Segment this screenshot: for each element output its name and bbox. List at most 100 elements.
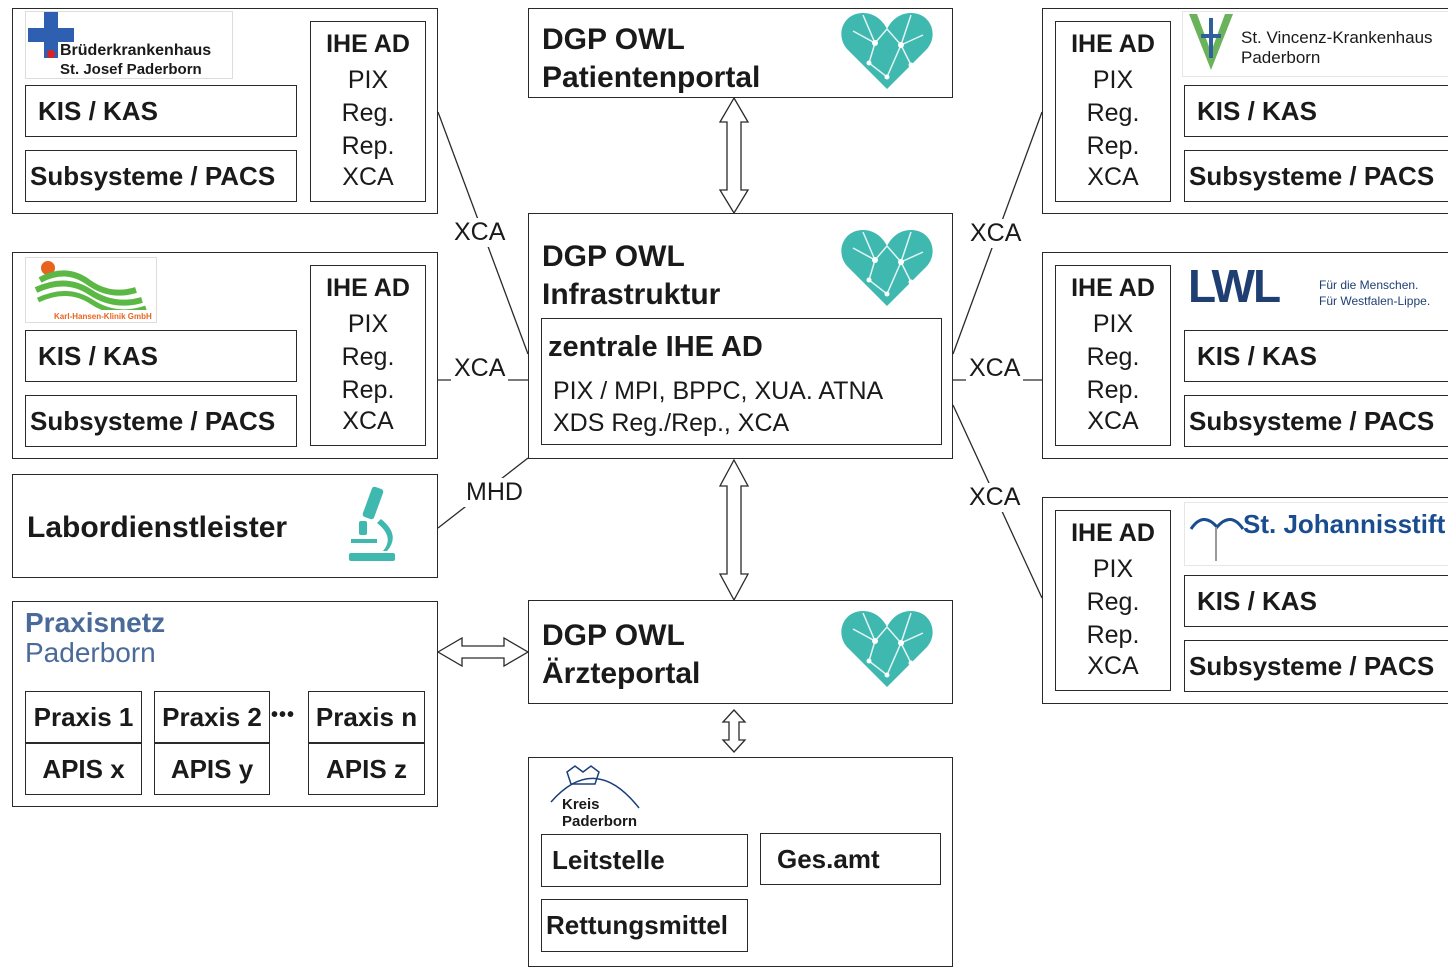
xca-label-right-mid: XCA	[966, 354, 1024, 383]
microscope-icon	[349, 486, 395, 561]
ihe-item: Rep.	[1086, 376, 1140, 404]
ihe-ad-box: IHE AD PIX Reg. Rep. XCA	[1055, 510, 1171, 691]
kis-kas-box: KIS / KAS	[1184, 575, 1448, 627]
xca-label-left-top: XCA	[451, 218, 509, 247]
vincenz-logo: St. Vincenz-Krankenhaus Paderborn	[1182, 11, 1448, 77]
subsysteme-box: Subsysteme / PACS	[1184, 640, 1448, 692]
ihe-ad-title: IHE AD	[326, 30, 410, 58]
kreis-logo-line1: Kreis	[562, 796, 600, 813]
infrastructure: DGP OWL Infrastruktur zentrale IHE AD PI…	[528, 213, 953, 459]
hospital-vincenz: IHE AD PIX Reg. Rep. XCA St. Vincenz-Kra…	[1042, 8, 1448, 214]
central-ihe-title: zentrale IHE AD	[548, 331, 763, 363]
xca-label-right-bottom: XCA	[966, 483, 1024, 512]
ihe-item: XCA	[1087, 652, 1139, 680]
wave-logo-icon	[34, 261, 147, 310]
brueder-logo: Brüderkrankenhaus St. Josef Paderborn	[25, 11, 233, 79]
central-ihe-line2: XDS Reg./Rep., XCA	[553, 409, 790, 437]
ihe-ad-title: IHE AD	[1071, 30, 1155, 58]
patient-portal-line2: Patientenportal	[542, 61, 761, 94]
kreis-logo-line2: Paderborn	[562, 813, 638, 830]
ihe-item: Reg.	[1086, 99, 1140, 127]
xca-label-left-mid: XCA	[451, 354, 509, 383]
heart-logo-icon	[841, 611, 933, 687]
infrastructure-line1: DGP OWL	[542, 240, 685, 273]
practice-name: Praxis 1	[25, 691, 142, 743]
kis-kas-box: KIS / KAS	[1184, 85, 1448, 137]
ihe-item: Reg.	[341, 99, 395, 127]
ihe-ad-title: IHE AD	[326, 274, 410, 302]
vincenz-cross-icon	[1189, 14, 1233, 70]
subsysteme-box: Subsysteme / PACS	[25, 395, 297, 447]
mhd-label: MHD	[463, 478, 526, 507]
doctor-portal: DGP OWL Ärzteportal	[528, 600, 953, 704]
ihe-item: XCA	[342, 407, 394, 435]
arrow-praxis-doctor	[436, 636, 530, 668]
rettungsmittel-box: Rettungsmittel	[541, 899, 748, 952]
practice-apis: APIS x	[25, 743, 142, 795]
kis-kas-box: KIS / KAS	[1184, 330, 1448, 382]
hospital-brueder: Brüderkrankenhaus St. Josef Paderborn KI…	[12, 8, 438, 214]
hospital-karl-hansen: Karl-Hansen-Klinik GmbH KIS / KAS Subsys…	[12, 252, 438, 459]
ihe-ad-box: IHE AD PIX Reg. Rep. XCA	[1055, 21, 1171, 202]
ihe-item: PIX	[1092, 555, 1134, 583]
subsysteme-box: Subsysteme / PACS	[1184, 150, 1448, 202]
ihe-item: PIX	[1092, 310, 1134, 338]
karl-hansen-name: Karl-Hansen-Klinik GmbH	[54, 312, 152, 321]
arrow-doctor-kreis	[721, 709, 747, 753]
practice-apis: APIS y	[154, 743, 270, 795]
ihe-item: Rep.	[1086, 132, 1140, 160]
ihe-item: Reg.	[341, 343, 395, 371]
infrastructure-line2: Infrastruktur	[542, 278, 721, 311]
ihe-item: XCA	[342, 163, 394, 191]
ihe-ad-box: IHE AD PIX Reg. Rep. XCA	[310, 21, 426, 202]
ihe-item: Rep.	[1086, 621, 1140, 649]
lab-label: Labordienstleister	[27, 511, 288, 544]
doctor-portal-line2: Ärzteportal	[542, 657, 701, 690]
praxisnetz-logo-line1: Praxisnetz	[25, 607, 166, 638]
practice-name: Praxis n	[308, 691, 425, 743]
gesamt-box: Ges.amt	[760, 833, 941, 885]
patient-portal-line1: DGP OWL	[542, 23, 685, 56]
kis-kas-box: KIS / KAS	[25, 85, 297, 137]
central-ihe-line1: PIX / MPI, BPPC, XUA. ATNA	[553, 377, 884, 405]
heart-logo-icon	[841, 230, 933, 306]
subsysteme-box: Subsysteme / PACS	[1184, 395, 1448, 447]
lwl-logo: LWL	[1188, 260, 1281, 312]
lab-provider: Labordienstleister	[12, 474, 438, 578]
lwl-slogan-2: Für Westfalen-Lippe.	[1319, 294, 1431, 308]
brueder-name: Brüderkrankenhaus	[60, 42, 212, 59]
ihe-ad-box: IHE AD PIX Reg. Rep. XCA	[1055, 265, 1171, 446]
ihe-item: Reg.	[1086, 343, 1140, 371]
ihe-ad-title: IHE AD	[1071, 519, 1155, 547]
vincenz-name: St. Vincenz-Krankenhaus	[1241, 28, 1433, 47]
johannisstift-name: St. Johannisstift	[1243, 509, 1446, 539]
arrow-infra-doctor	[718, 458, 750, 602]
ihe-ad-box: IHE AD PIX Reg. Rep. XCA	[310, 265, 426, 446]
arrow-patient-infra	[718, 96, 750, 215]
vincenz-city: Paderborn	[1241, 48, 1321, 67]
kreis-crest-icon	[550, 765, 640, 809]
johannisstift-emblem-icon	[1189, 518, 1245, 561]
praxisnetz-logo-line2: Paderborn	[25, 637, 156, 668]
ihe-item: Rep.	[341, 376, 395, 404]
ihe-item: PIX	[347, 66, 389, 94]
ihe-item: XCA	[1087, 407, 1139, 435]
central-ihe-box: zentrale IHE AD PIX / MPI, BPPC, XUA. AT…	[541, 318, 942, 445]
ihe-item: XCA	[1087, 163, 1139, 191]
practice-apis: APIS z	[308, 743, 425, 795]
heart-logo-icon	[841, 13, 933, 89]
karl-hansen-logo: Karl-Hansen-Klinik GmbH	[25, 257, 157, 323]
ihe-ad-title: IHE AD	[1071, 274, 1155, 302]
ellipsis-dots: •••	[271, 704, 296, 726]
ihe-item: Reg.	[1086, 588, 1140, 616]
ihe-item: PIX	[1092, 66, 1134, 94]
brueder-city: St. Josef Paderborn	[60, 61, 202, 78]
leitstelle-box: Leitstelle	[541, 834, 748, 887]
johannisstift-logo: St. Johannisstift	[1184, 502, 1448, 566]
practice-name: Praxis 2	[154, 691, 270, 743]
ihe-item: Rep.	[341, 132, 395, 160]
kis-kas-box: KIS / KAS	[25, 330, 297, 382]
lwl-slogan-1: Für die Menschen.	[1319, 278, 1419, 292]
hospital-johannisstift: IHE AD PIX Reg. Rep. XCA St. Johannissti…	[1042, 497, 1448, 704]
